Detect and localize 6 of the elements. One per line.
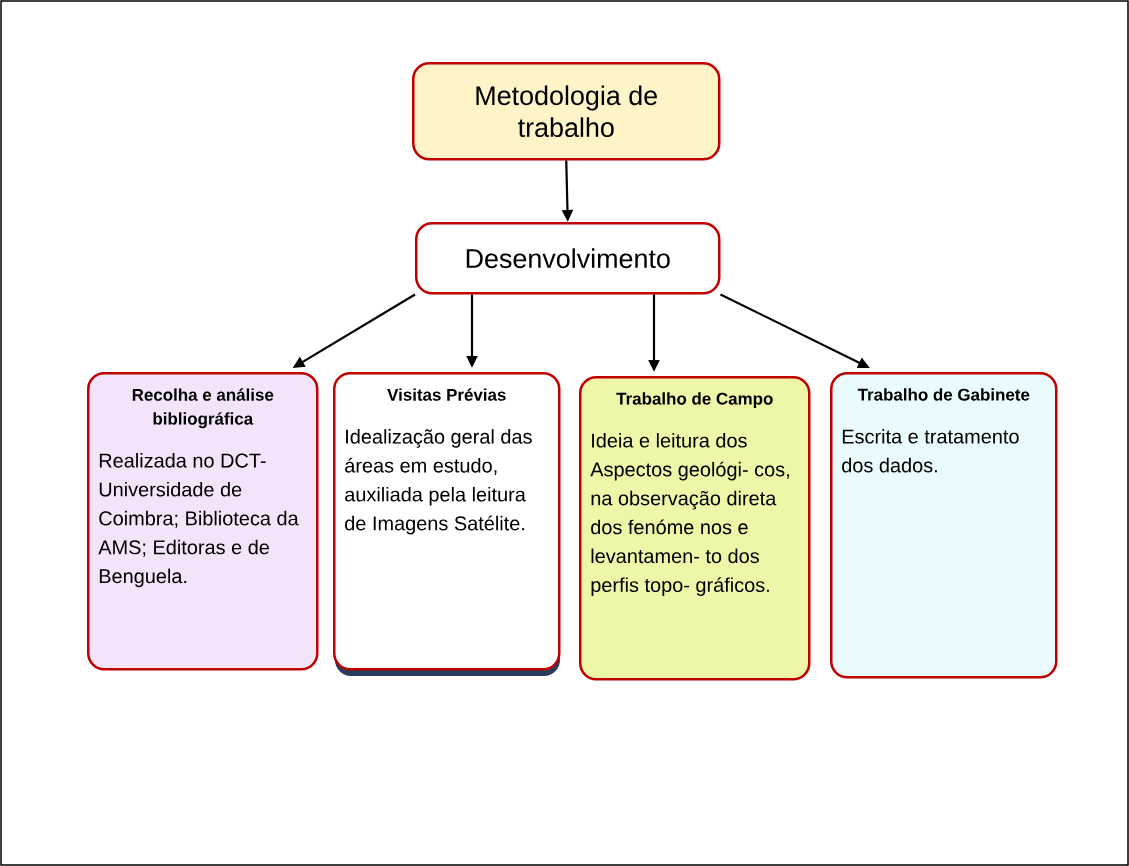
process-box: Trabalho de Gabinete Escrita e tratamento dos dados. bbox=[830, 372, 1058, 679]
process-box: Trabalho de Campo Ideia e leitura dos Aspectos geológi- cos, na observação direta dos fenóme nos e levantamen- to dos perfis topo- gráficos. bbox=[579, 376, 811, 681]
process-box: Visitas Prévias Idealização geral das áreas em estudo, auxiliada pela leitura de Imagens Satélite. bbox=[333, 372, 561, 676]
title-box: Metodologia de trabalho bbox=[412, 62, 721, 161]
title-box: Desenvolvimento bbox=[415, 222, 721, 295]
process-box: Recolha e análise bibliográfica Realizada no DCT- Universidade de Coimbra; Biblioteca da AMS; Editoras e de Benguela. bbox=[87, 372, 319, 671]
